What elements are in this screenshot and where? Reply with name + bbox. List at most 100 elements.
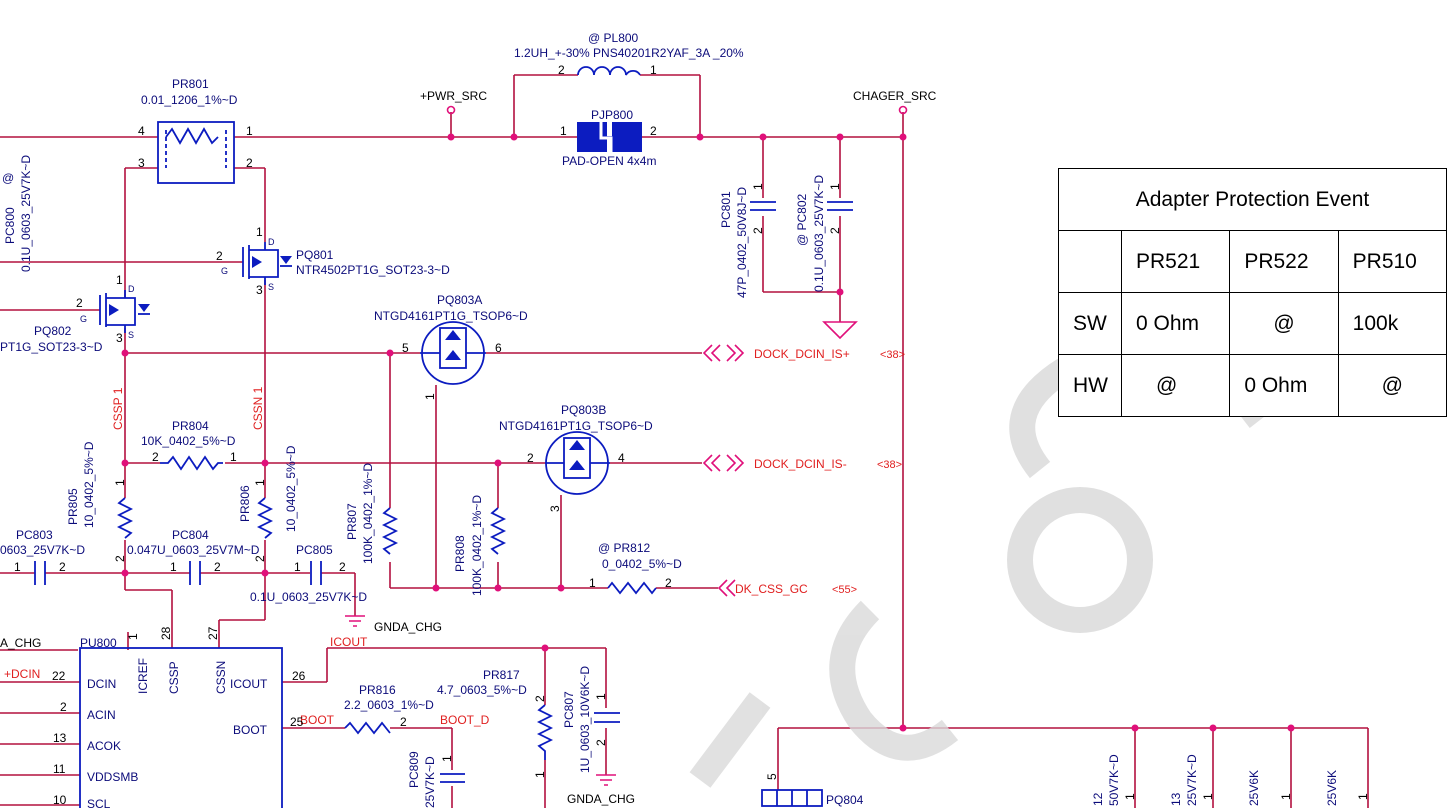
wires (0, 74, 1369, 808)
pq802-d: D (128, 284, 135, 294)
pr805-ref: PR805 (66, 488, 80, 525)
pin-label: 1 (1279, 793, 1293, 800)
pr816-ref: PR816 (359, 683, 396, 697)
pu800-ic (79, 647, 283, 808)
table-cell: 0 Ohm (1120, 292, 1231, 355)
pin-label: 1 (560, 124, 567, 138)
row-label: SW (1058, 292, 1122, 355)
gnda-chg-ground-2 (596, 774, 616, 786)
pq803a-ref: PQ803A (437, 293, 482, 307)
pin-label: 2 (828, 227, 842, 234)
boot-net: BOOT (300, 713, 335, 727)
pc807-ref: PC807 (562, 691, 576, 728)
pr807-value: 100K_0402_1%~D (361, 463, 375, 564)
pin-label: 2 (650, 124, 657, 138)
pin-label: 2 (558, 63, 565, 77)
ref-38-a: <38> (880, 349, 905, 361)
pin-label: 2 (400, 715, 407, 729)
pq801-mosfet (242, 242, 292, 285)
pin-num-28: 28 (159, 626, 173, 640)
pin-label: 1 (294, 560, 301, 574)
pr812-ref: @ PR812 (598, 541, 651, 555)
pin-label: 1 (533, 771, 547, 778)
pc804-capacitor (189, 561, 201, 585)
offpage-connectors (702, 344, 745, 597)
pc803-capacitor (34, 561, 46, 585)
pin-label: 1 (256, 225, 263, 239)
table-row: HW @ 0 Ohm @ (1058, 354, 1448, 417)
pin-num-27: 27 (206, 626, 220, 640)
icout-net: ICOUT (330, 635, 368, 649)
pin-dcin: DCIN (87, 677, 116, 691)
pin-label: 2 (533, 695, 547, 702)
pr805-resistor (116, 497, 134, 539)
pc802-ref: @ PC802 (795, 193, 809, 246)
bottom-val-12: 50V7K~D (1107, 754, 1121, 806)
pc807-value: 1U_0603_10V6K~D (578, 666, 592, 773)
pin-label: 1 (828, 183, 842, 190)
pq803b-mosfet (545, 431, 610, 495)
pin-acok: ACOK (87, 739, 121, 753)
pc804-ref: PC804 (172, 528, 209, 542)
pc805-ref: PC805 (296, 543, 333, 557)
pin-cssn: CSSN (214, 661, 228, 694)
pjp800-pad (577, 122, 642, 152)
pin-num-10: 10 (53, 793, 67, 807)
pwr-src-port (446, 105, 456, 115)
table-row: SW 0 Ohm @ 100k (1058, 292, 1448, 355)
pq803b-value: NTGD4161PT1G_TSOP6~D (499, 419, 653, 433)
pc800-ref: PC800 (3, 207, 17, 244)
pc809-capacitor (440, 773, 465, 783)
row-label: HW (1058, 354, 1122, 417)
pin-label: 1 (116, 273, 123, 287)
pin-label: 3 (548, 505, 562, 512)
pr817-ref: PR817 (483, 668, 520, 682)
pin-label: 2 (246, 156, 253, 170)
pin-label: 2 (76, 296, 83, 310)
pin-label: 1 (1123, 793, 1137, 800)
pc803-ref: PC803 (16, 528, 53, 542)
pr807-ref: PR807 (345, 503, 359, 540)
pin-label: 5 (765, 773, 779, 780)
pr817-resistor (536, 704, 554, 760)
bottom-ref-12: 12 (1091, 792, 1105, 806)
table-cell: @ (1120, 354, 1231, 417)
pin-label: 2 (214, 560, 221, 574)
pin-icout: ICOUT (230, 677, 268, 691)
pr807-resistor (381, 507, 399, 555)
pr801-ref: PR801 (172, 77, 209, 91)
table-cell: 100k (1337, 292, 1448, 355)
pin-boot: BOOT (233, 723, 268, 737)
pq803b-ref: PQ803B (561, 403, 606, 417)
pin-num-26: 26 (292, 669, 306, 683)
pq803a-mosfet (420, 321, 486, 385)
pr804-value: 10K_0402_5%~D (141, 434, 236, 448)
pin-num-25: 25 (290, 715, 304, 729)
pc804-value: 0.047U_0603_25V7M~D (127, 543, 260, 557)
pq801-d: D (268, 237, 275, 247)
pr806-resistor (256, 497, 274, 539)
pq802-ref: PQ802 (34, 324, 72, 338)
pin-label: 1 (589, 576, 596, 590)
pin-label: 2 (59, 560, 66, 574)
ref-55: <55> (832, 584, 857, 596)
pin-num-1: 1 (126, 633, 140, 640)
pr806-value: 10_0402_5%~D (284, 445, 298, 532)
pin-num-22: 22 (52, 669, 66, 683)
pin-label: 3 (138, 156, 145, 170)
pin-scl: SCL (87, 797, 111, 808)
pin-acin: ACIN (87, 708, 116, 722)
pin-icref: ICREF (136, 658, 150, 694)
pin-label: 6 (495, 341, 502, 355)
ref-38-b: <38> (877, 459, 902, 471)
pr801-resistor (157, 121, 235, 184)
pq802-mosfet (99, 290, 150, 333)
header-cell: PR522 (1229, 230, 1339, 293)
pin-label: 1 (230, 450, 237, 464)
pin-label: 2 (751, 227, 765, 234)
pin-label: 1 (751, 183, 765, 190)
pin-label: 1 (113, 479, 127, 486)
pc802-value: 0.1U_0603_25V7K~D (812, 175, 826, 292)
pc801-ref: PC801 (719, 191, 733, 228)
pin-label: 4 (618, 451, 625, 465)
